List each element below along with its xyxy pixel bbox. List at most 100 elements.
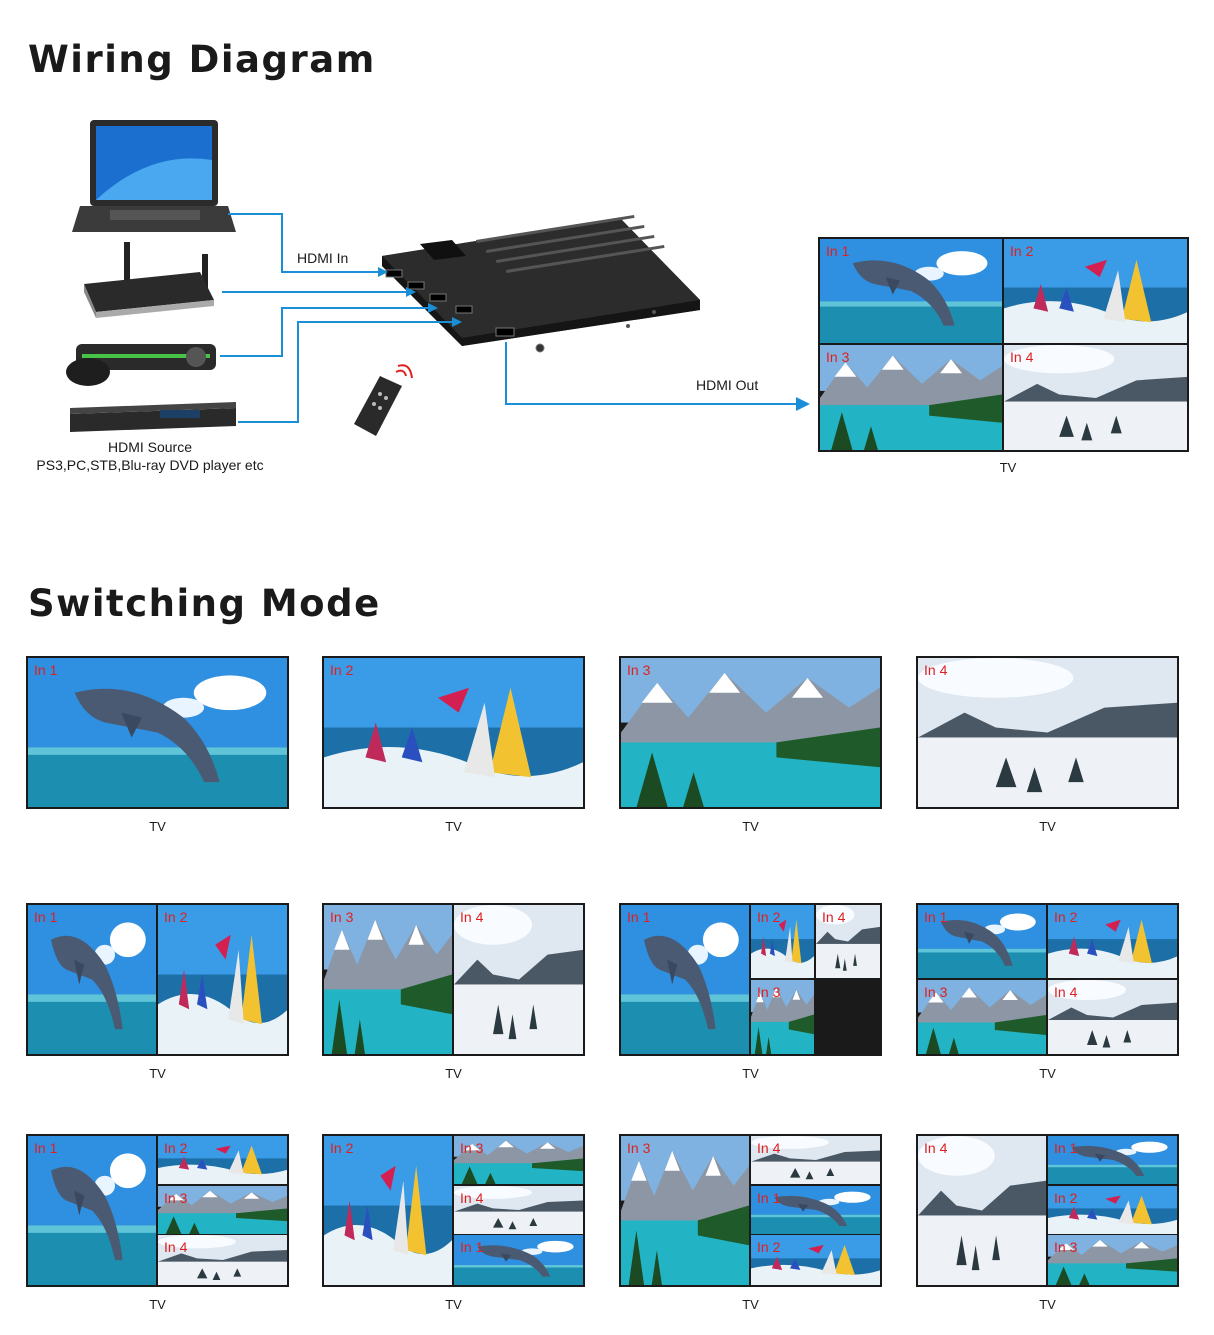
- remote-control-icon: [354, 364, 413, 436]
- tv-pane: In 3: [820, 345, 1002, 450]
- input-label: In 2: [1054, 1190, 1078, 1206]
- tv-pane: In 3: [621, 1136, 749, 1285]
- tv-pane: In 1: [28, 905, 156, 1054]
- input-label: In 4: [460, 1190, 484, 1206]
- input-label: In 2: [757, 1239, 781, 1255]
- input-label: In 2: [330, 662, 354, 678]
- tv-label: TV: [149, 1297, 166, 1312]
- tv-mode-preview: In 2 In 3 In 4 In 1: [322, 1134, 585, 1287]
- input-label: In 1: [1054, 1140, 1078, 1156]
- tv-pane: In 4: [158, 1235, 287, 1285]
- tv-pane: In 2: [751, 905, 814, 978]
- tv-pane: In 4: [1004, 345, 1187, 450]
- tv-pane: In 1: [454, 1235, 583, 1285]
- input-label: In 4: [822, 909, 846, 925]
- tv-label: TV: [742, 1066, 759, 1081]
- tv-output-preview: In 1 In 2 In 3 In 4: [818, 237, 1189, 452]
- tv-pane: In 1: [28, 658, 287, 807]
- tv-mode-preview: In 4 In 1 In 2 In 3: [916, 1134, 1179, 1287]
- input-label: In 3: [460, 1140, 484, 1156]
- multiviewer-device-icon: [382, 214, 700, 353]
- tv-label: TV: [742, 819, 759, 834]
- input-label: In 3: [757, 984, 781, 1000]
- tv-mode-preview: In 3: [619, 656, 882, 809]
- input-label: In 2: [1054, 909, 1078, 925]
- tv-pane: In 4: [1048, 980, 1177, 1054]
- input-label: In 3: [1054, 1239, 1078, 1255]
- tv-pane: In 2: [1048, 905, 1177, 978]
- arrow-heads: [378, 267, 810, 411]
- tv-mode-preview: In 3 In 4 In 1 In 2: [619, 1134, 882, 1287]
- tv-pane: In 2: [158, 905, 287, 1054]
- tv-pane: In 4: [454, 905, 583, 1054]
- tv-mode-preview: In 1 In 2 In 4 In 3: [619, 903, 882, 1056]
- hdmi-out-label: HDMI Out: [696, 377, 759, 393]
- tv-mode-preview: In 4: [916, 656, 1179, 809]
- input-label: In 3: [330, 909, 354, 925]
- input-label: In 4: [924, 1140, 948, 1156]
- tv-mode-preview: In 1 In 2 In 3 In 4: [26, 1134, 289, 1287]
- tv-label: TV: [1039, 1066, 1056, 1081]
- input-label: In 2: [1010, 243, 1034, 259]
- tv-pane: In 1: [1048, 1136, 1177, 1184]
- input-label: In 2: [330, 1140, 354, 1156]
- input-label: In 1: [34, 909, 58, 925]
- tv-pane: In 4: [751, 1136, 880, 1184]
- input-label: In 4: [757, 1140, 781, 1156]
- input-label: In 3: [627, 662, 651, 678]
- tv-label: TV: [1039, 1297, 1056, 1312]
- tv-pane: In 4: [454, 1186, 583, 1234]
- input-label: In 2: [757, 909, 781, 925]
- input-label: In 1: [460, 1239, 484, 1255]
- game-console-icon: [66, 344, 216, 386]
- tv-label: TV: [149, 1066, 166, 1081]
- tv-pane: In 3: [158, 1186, 287, 1234]
- input-label: In 3: [164, 1190, 188, 1206]
- tv-pane: In 3: [1048, 1235, 1177, 1285]
- tv-pane: In 3: [454, 1136, 583, 1184]
- hdmi-source-examples: PS3,PC,STB,Blu-ray DVD player etc: [36, 457, 264, 473]
- hdmi-cables: [220, 213, 798, 423]
- input-label: In 2: [164, 909, 188, 925]
- input-label: In 3: [627, 1140, 651, 1156]
- tv-pane: In 3: [621, 658, 880, 807]
- tv-pane: In 1: [820, 239, 1002, 343]
- dvd-player-icon: [70, 402, 236, 432]
- tv-pane: In 1: [621, 905, 749, 1054]
- input-label: In 1: [826, 243, 850, 259]
- input-label: In 3: [924, 984, 948, 1000]
- tv-label: TV: [149, 819, 166, 834]
- input-label: In 2: [164, 1140, 188, 1156]
- tv-label: TV: [742, 1297, 759, 1312]
- tv-pane: In 1: [918, 905, 1046, 978]
- tv-pane: In 3: [324, 905, 452, 1054]
- tv-pane: In 4: [816, 905, 880, 978]
- hdmi-source-label: HDMI Source: [107, 439, 193, 455]
- tv-mode-preview: In 3 In 4: [322, 903, 585, 1056]
- input-label: In 1: [924, 909, 948, 925]
- input-label: In 1: [34, 662, 58, 678]
- tv-mode-preview: In 2: [322, 656, 585, 809]
- tv-pane: In 1: [28, 1136, 156, 1285]
- input-label: In 1: [34, 1140, 58, 1156]
- tv-pane: In 2: [158, 1136, 287, 1184]
- wiring-canvas: [66, 120, 810, 436]
- input-label: In 4: [1010, 349, 1034, 365]
- hdmi-in-label: HDMI In: [297, 250, 349, 266]
- switching-mode-title: Switching Mode: [28, 582, 381, 625]
- tv-label: TV: [1039, 819, 1056, 834]
- tv-pane: In 2: [324, 658, 583, 807]
- tv-pane: In 4: [918, 1136, 1046, 1285]
- tv-label: TV: [445, 819, 462, 834]
- input-label: In 1: [627, 909, 651, 925]
- tv-pane: In 3: [918, 980, 1046, 1054]
- tv-pane: In 3: [751, 980, 814, 1054]
- tv-pane: In 1: [751, 1186, 880, 1234]
- tv-mode-preview: In 1: [26, 656, 289, 809]
- tv-pane: In 2: [1004, 239, 1187, 343]
- input-label: In 4: [924, 662, 948, 678]
- tv-mode-preview: In 1 In 2: [26, 903, 289, 1056]
- tv-pane: In 2: [751, 1235, 880, 1285]
- tv-label: TV: [445, 1297, 462, 1312]
- laptop-icon: [72, 120, 236, 232]
